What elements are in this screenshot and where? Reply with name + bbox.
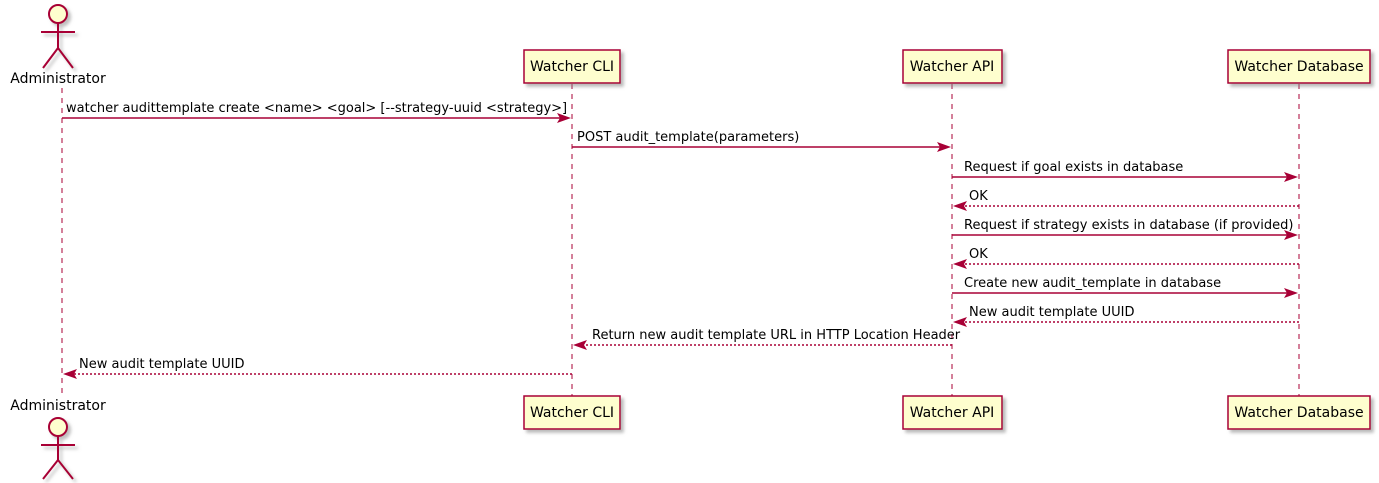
message-1-arrowhead <box>557 113 571 123</box>
message-10: New audit template UUID <box>63 357 572 379</box>
actor-label-administrator-bottom: Administrator <box>10 398 106 414</box>
actor-leg-right-bottom-icon <box>57 459 74 480</box>
lifelines-group <box>61 84 1300 398</box>
participant-rect-watcher-api-top <box>902 49 1003 84</box>
message-9-label: Return new audit template URL in HTTP Lo… <box>592 328 961 343</box>
actor-leg-left-bottom-icon <box>42 459 59 480</box>
actor-head-bottom-icon <box>48 417 68 437</box>
message-4-label: OK <box>969 189 988 204</box>
message-4-arrowhead <box>953 201 967 211</box>
participant-rect-watcher-database-top <box>1227 49 1371 84</box>
participant-box-watcher-database-bottom[interactable]: Watcher Database <box>1227 395 1371 430</box>
message-1-label: watcher audittemplate create <name> <goa… <box>66 101 567 116</box>
participant-label-watcher-cli-bottom: Watcher CLI <box>530 405 614 421</box>
message-9: Return new audit template URL in HTTP Lo… <box>573 328 961 350</box>
participant-label-watcher-database-bottom: Watcher Database <box>1234 405 1363 421</box>
actor-head-icon <box>48 4 68 24</box>
message-6: OK <box>953 247 1299 269</box>
message-3-arrowhead <box>1284 172 1298 182</box>
participant-box-watcher-api-bottom[interactable]: Watcher API <box>902 395 1003 430</box>
message-7-arrowhead <box>1284 288 1298 298</box>
participant-rect-watcher-cli-top <box>523 49 621 84</box>
message-1: watcher audittemplate create <name> <goa… <box>62 101 571 123</box>
participant-rect-watcher-cli-bottom <box>523 395 621 430</box>
message-6-arrowhead <box>953 259 967 269</box>
participant-rect-watcher-api-bottom <box>902 395 1003 430</box>
participant-label-watcher-cli-top: Watcher CLI <box>530 59 614 75</box>
message-8-arrowhead <box>953 317 967 327</box>
message-3-label: Request if goal exists in database <box>964 160 1183 175</box>
message-10-arrowhead <box>63 369 77 379</box>
actor-leg-right-icon <box>57 47 74 69</box>
message-8: New audit template UUID <box>953 305 1299 327</box>
actor-label-administrator-top: Administrator <box>10 71 106 87</box>
message-8-label: New audit template UUID <box>969 305 1134 320</box>
participant-label-watcher-api-bottom: Watcher API <box>910 405 995 421</box>
message-4: OK <box>953 189 1299 211</box>
message-2-label: POST audit_template(parameters) <box>577 130 799 145</box>
message-7-label: Create new audit_template in database <box>964 276 1221 291</box>
message-2: POST audit_template(parameters) <box>572 130 951 152</box>
participant-box-watcher-cli-top[interactable]: Watcher CLI <box>523 49 621 84</box>
message-10-label: New audit template UUID <box>79 357 244 372</box>
participant-box-watcher-database-top[interactable]: Watcher Database <box>1227 49 1371 84</box>
actor-administrator-top[interactable] <box>41 4 75 69</box>
participant-box-watcher-api-top[interactable]: Watcher API <box>902 49 1003 84</box>
message-6-label: OK <box>969 247 988 262</box>
message-9-arrowhead <box>573 340 587 350</box>
message-3: Request if goal exists in database <box>952 160 1298 182</box>
message-5: Request if strategy exists in database (… <box>952 218 1298 240</box>
participant-label-watcher-api-top: Watcher API <box>910 59 995 75</box>
message-5-label: Request if strategy exists in database (… <box>964 218 1293 233</box>
message-2-arrowhead <box>937 142 951 152</box>
participant-rect-watcher-database-bottom <box>1227 395 1371 430</box>
actor-administrator-bottom[interactable] <box>41 417 75 480</box>
participant-label-watcher-database-top: Watcher Database <box>1234 59 1363 75</box>
actor-leg-left-icon <box>42 47 59 69</box>
message-5-arrowhead <box>1284 230 1298 240</box>
participant-box-watcher-cli-bottom[interactable]: Watcher CLI <box>523 395 621 430</box>
message-7: Create new audit_template in database <box>952 276 1298 298</box>
